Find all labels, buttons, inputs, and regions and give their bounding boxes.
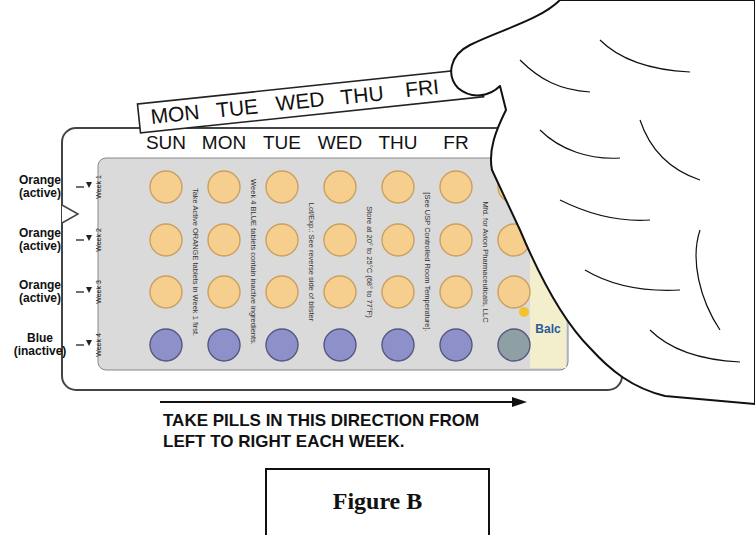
pill (382, 276, 414, 308)
arrow-head (512, 397, 527, 407)
leader-line (76, 344, 84, 345)
pack-note: [See USP Controlled Room Temperature]. (423, 192, 431, 331)
week-marker (86, 287, 92, 293)
pill (324, 171, 356, 203)
pill (208, 329, 240, 361)
pill (208, 224, 240, 256)
sticker-day: FRI (404, 75, 440, 102)
pack-note: Store at 20° to 25°C (68° to 77°F) (365, 206, 373, 318)
brand-logo: Balc (533, 323, 562, 336)
pill (498, 329, 530, 361)
pill (266, 224, 298, 256)
pack-note: Lot/Exp.: See reverse side of blister (307, 203, 315, 321)
pill (440, 329, 472, 361)
pill (324, 276, 356, 308)
card-notch (62, 205, 78, 223)
figure-label-box: Figure B (265, 468, 490, 535)
blister-panel (98, 158, 568, 370)
direction-note: TAKE PILLS IN THIS DIRECTION FROM LEFT T… (163, 410, 493, 453)
leader-line (76, 291, 84, 292)
sticker-strip (137, 68, 483, 133)
pill (382, 171, 414, 203)
pill (382, 224, 414, 256)
day-header: TUE (263, 133, 301, 154)
pack-note: Take Active ORANGE tablets in Week 1 fir… (191, 188, 199, 336)
pill-grid (150, 171, 530, 361)
pill (440, 276, 472, 308)
pill (324, 329, 356, 361)
leader-line (76, 239, 84, 240)
pill-color-label: Orange (active) (7, 227, 73, 253)
day-header: SUN (146, 133, 186, 154)
sticker-day: THU (339, 81, 384, 108)
figure-label: Figure B (267, 488, 488, 515)
pill (440, 171, 472, 203)
pill (266, 171, 298, 203)
sticker-day: WED (274, 87, 325, 115)
pill-color-label: Blue (inactive) (7, 332, 73, 358)
pill-color-label: Orange (active) (7, 279, 73, 305)
pill (266, 329, 298, 361)
day-header: MON (202, 133, 246, 154)
week-label: Week 1 (95, 175, 103, 199)
sticker-day: MON (149, 100, 200, 128)
pill (440, 224, 472, 256)
leader-line (76, 186, 84, 187)
pack-note: Week 4 BLUE tablets contain inactive ing… (249, 179, 257, 345)
pill (324, 224, 356, 256)
day-header: FR (443, 133, 468, 154)
week-label: Week 4 (95, 333, 103, 357)
hand (451, 0, 755, 404)
week-label: Week 2 (95, 228, 103, 252)
logo-sun (519, 307, 529, 317)
sticker-day: TUE (215, 94, 259, 121)
pill (266, 276, 298, 308)
day-header: WED (318, 133, 362, 154)
week-marker (86, 182, 92, 188)
hand-creases (520, 40, 700, 290)
pill (498, 276, 530, 308)
hand-creases (650, 230, 740, 362)
row-leaders (76, 182, 92, 346)
pill (208, 171, 240, 203)
pill (208, 276, 240, 308)
pack-note: Mfd. for Avion Pharmaceuticals, LLC (481, 201, 489, 322)
pill (150, 329, 182, 361)
pill (150, 171, 182, 203)
direction-arrow (160, 401, 515, 403)
pill-color-label: Orange (active) (7, 174, 73, 200)
week-marker (86, 235, 92, 241)
day-sticker (137, 68, 483, 133)
pill (150, 224, 182, 256)
week-label: Week 3 (95, 280, 103, 304)
pill (150, 276, 182, 308)
week-marker (86, 340, 92, 346)
day-header: THU (378, 133, 417, 154)
pill (382, 329, 414, 361)
